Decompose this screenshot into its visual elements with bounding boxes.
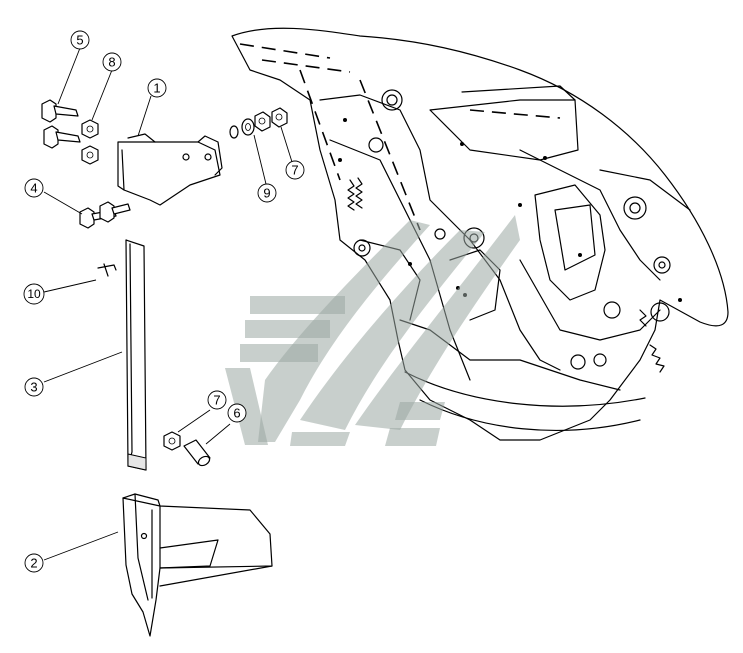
deflector-part-2 [122, 493, 273, 637]
svg-text:9: 9 [263, 186, 270, 201]
callout-7-bottom: 7 [207, 390, 227, 410]
svg-text:1: 1 [153, 81, 160, 96]
nut-part-8 [81, 119, 99, 165]
svg-text:7: 7 [291, 163, 298, 178]
callout-10: 10 [23, 283, 45, 305]
svg-text:5: 5 [76, 33, 83, 48]
bracket-part-1 [117, 133, 223, 206]
bolt-part-4 [79, 201, 131, 229]
svg-text:7: 7 [213, 393, 220, 408]
washer-part-9 [229, 111, 271, 139]
nut-part-7-bottom [163, 431, 181, 451]
callout-8: 8 [102, 52, 122, 72]
callout-3: 3 [24, 377, 44, 397]
callout-5: 5 [70, 30, 90, 50]
callout-2: 2 [24, 553, 44, 573]
nut-part-7-top [271, 107, 288, 128]
callout-1: 1 [147, 78, 167, 98]
pin-part-6 [183, 439, 211, 467]
leader-lines [43, 47, 293, 561]
callout-4: 4 [24, 178, 44, 198]
callout-9: 9 [257, 183, 277, 203]
watermark-logo [225, 215, 520, 446]
svg-text:3: 3 [30, 380, 37, 395]
svg-text:8: 8 [108, 55, 115, 70]
svg-text:4: 4 [30, 181, 37, 196]
callout-7-top: 7 [285, 160, 305, 180]
svg-text:6: 6 [233, 406, 240, 421]
svg-text:10: 10 [27, 287, 41, 301]
bar-part-3 [125, 239, 147, 471]
callout-6: 6 [227, 403, 247, 423]
svg-text:2: 2 [30, 556, 37, 571]
bolt-part-5 [41, 99, 81, 149]
pin-part-10 [97, 263, 117, 277]
